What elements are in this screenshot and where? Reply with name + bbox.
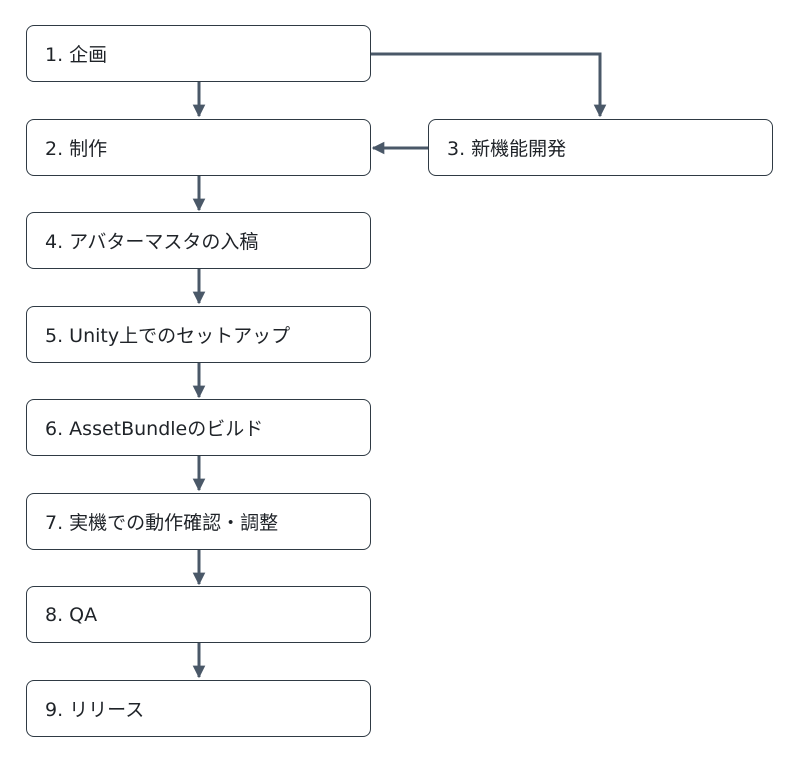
step-9-label: 9. リリース <box>45 699 145 721</box>
step-3-label: 3. 新機能開発 <box>447 138 567 160</box>
step-2-label: 2. 制作 <box>45 138 108 160</box>
step-4-label: 4. アバターマスタの入稿 <box>45 231 259 253</box>
arrow-1-to-3 <box>371 52 607 118</box>
step-8-qa: 8. QA <box>26 586 371 643</box>
step-1-label: 1. 企画 <box>45 44 108 66</box>
step-6-assetbundle-build: 6. AssetBundleのビルド <box>26 399 371 456</box>
step-8-label: 8. QA <box>45 603 98 626</box>
step-5-unity-setup: 5. Unity上でのセットアップ <box>26 306 371 363</box>
step-1-planning: 1. 企画 <box>26 25 371 82</box>
step-6-label: 6. AssetBundleのビルド <box>45 418 264 440</box>
step-7-device-testing: 7. 実機での動作確認・調整 <box>26 493 371 550</box>
step-3-new-feature-dev: 3. 新機能開発 <box>428 119 773 176</box>
step-9-release: 9. リリース <box>26 680 371 737</box>
step-4-avatar-master-entry: 4. アバターマスタの入稿 <box>26 212 371 269</box>
step-7-label: 7. 実機での動作確認・調整 <box>45 512 279 534</box>
step-5-label: 5. Unity上でのセットアップ <box>45 325 291 347</box>
step-2-production: 2. 制作 <box>26 119 371 176</box>
